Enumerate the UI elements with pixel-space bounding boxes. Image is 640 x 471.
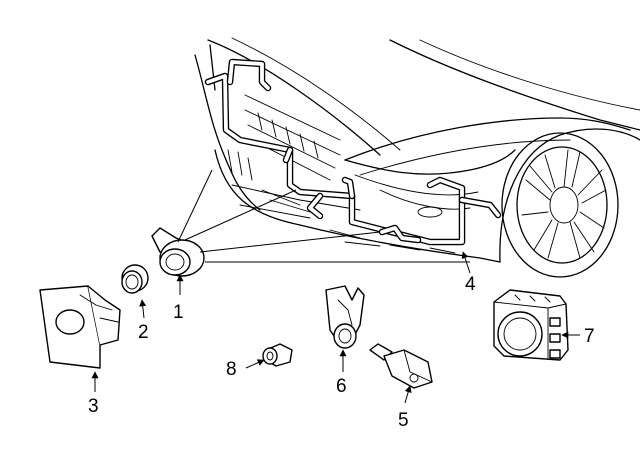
module-part-7 — [493, 289, 569, 361]
callout-labels: 1 2 3 4 5 6 7 8 — [88, 274, 595, 431]
callout-1: 1 — [173, 302, 184, 323]
sensor-part-5 — [369, 343, 433, 389]
retainer-ring-part-2 — [121, 264, 149, 294]
front-wheel — [501, 132, 619, 278]
bracket-part-6 — [325, 285, 365, 349]
callout-2: 2 — [138, 322, 149, 343]
callout-8: 8 — [226, 359, 237, 380]
mounting-bracket-part-3 — [39, 285, 121, 369]
callout-5: 5 — [398, 410, 409, 431]
wiring-harness — [204, 58, 502, 246]
callout-7: 7 — [584, 326, 595, 347]
callout-4: 4 — [465, 274, 476, 295]
sensor-part-8 — [262, 343, 293, 367]
callout-6: 6 — [336, 376, 347, 397]
vehicle-front-outline — [194, 37, 640, 263]
callout-arrows — [91, 251, 580, 404]
sensor-location-lines — [177, 169, 470, 263]
callout-3: 3 — [88, 396, 99, 417]
